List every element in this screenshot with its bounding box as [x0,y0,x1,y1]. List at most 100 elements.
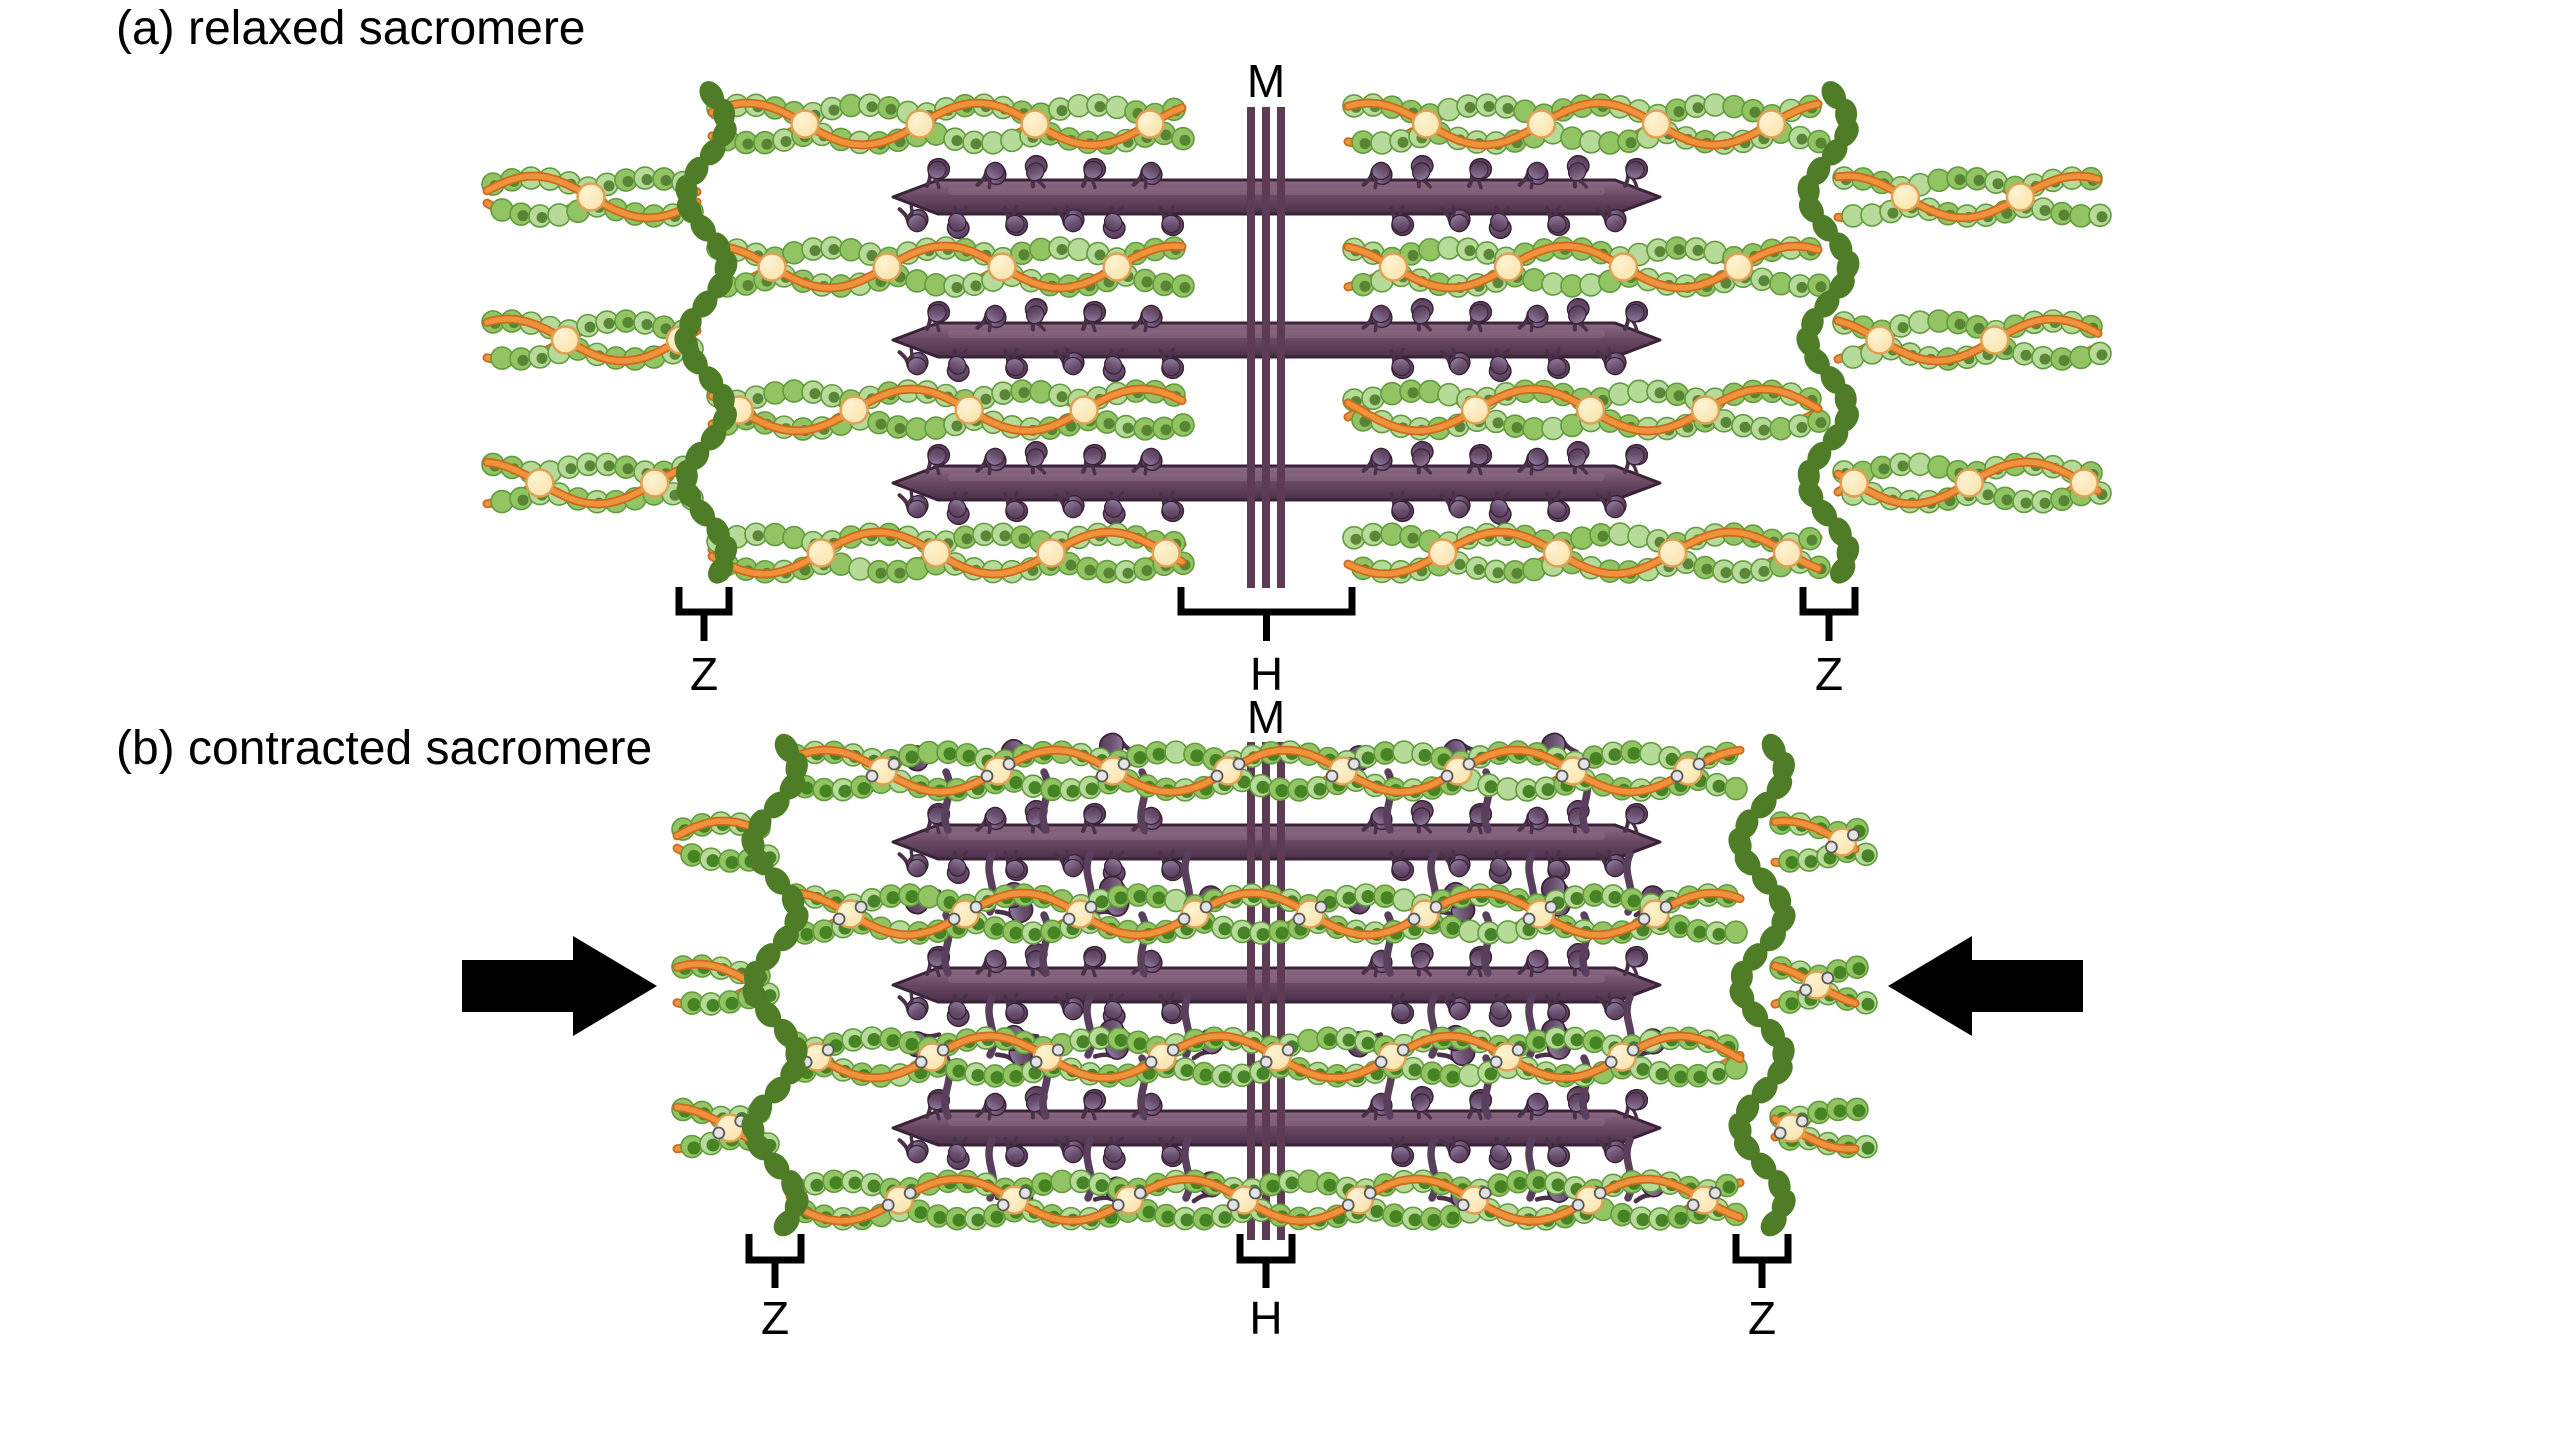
z-disc-label: Z [1748,1292,1776,1344]
troponin-complex [1456,1185,1492,1215]
z-disc-label: Z [690,648,718,700]
h-zone-label: H [1249,1292,1282,1344]
actin-filament-adjacent [1769,1097,1878,1159]
troponin-complex [1210,756,1246,786]
troponin-complex [1407,899,1443,929]
troponin-complex [1151,538,1181,568]
troponin-complex [1690,395,1721,425]
myosin-cross-bridge [1039,768,1052,834]
troponin-complex [996,1185,1032,1215]
z-disc-bracket [675,587,733,641]
troponin-complex [1177,899,1213,929]
troponin-complex [640,468,670,498]
actin-filament [1342,379,1831,441]
troponin-complex [1571,1185,1607,1215]
actin-filament-adjacent [1832,309,2112,371]
troponin-complex [1522,899,1558,929]
m-line-label: M [1247,691,1285,743]
troponin-complex [905,109,935,139]
troponin-complex [1378,252,1409,282]
panel-b-title: (b) contracted sacromere [116,722,652,775]
troponin-complex [1102,252,1132,282]
actin-filament [1342,93,1831,155]
troponin-complex [806,538,836,568]
troponin-complex [1799,970,1835,1000]
compression-arrow-right [1888,936,2083,1036]
myosin-filament [891,150,1662,244]
troponin-complex [1542,538,1573,568]
troponin-complex [2069,468,2099,498]
actin-filament-adjacent [481,452,704,514]
myosin-cross-bridge [1083,1136,1096,1202]
troponin-complex [1069,395,1099,425]
troponin-complex [1259,1042,1295,1072]
troponin-complex [1111,1185,1147,1215]
actin-filament-adjacent [1769,955,1878,1015]
troponin-complex [954,395,984,425]
myosin-cross-bridge [941,768,954,834]
troponin-complex [1825,827,1860,857]
troponin-complex [550,325,581,355]
z-disc [674,81,738,584]
troponin-complex [1555,756,1591,786]
m-line-label: M [1247,55,1285,107]
troponin-complex [2005,182,2036,212]
z-disc-label: Z [1815,648,1843,700]
myosin-cross-bridge [985,993,998,1059]
h-zone-bracket [1236,1234,1296,1288]
actin-filament [784,740,1748,802]
z-disc [741,733,809,1237]
troponin-complex [1604,1042,1640,1072]
troponin-complex [1325,756,1361,786]
troponin-complex [1980,325,2010,355]
troponin-complex [1772,538,1803,568]
troponin-complex [1036,538,1066,568]
myosin-filament [891,436,1662,530]
myosin-cross-bridge [1039,911,1052,977]
troponin-complex [757,252,787,282]
actin-filament [706,236,1195,298]
z-disc-label: Z [761,1292,789,1344]
myosin-cross-bridge [1083,993,1096,1059]
troponin-complex [839,395,869,425]
troponin-complex [987,252,1017,282]
troponin-complex [1440,756,1476,786]
troponin-complex [1756,109,1787,139]
h-zone-label: H [1250,648,1283,700]
troponin-complex [872,252,902,282]
myosin-filament [891,871,1667,1070]
h-zone-bracket [1177,587,1356,641]
troponin-complex [1670,756,1706,786]
troponin-complex [1608,252,1639,282]
troponin-complex [790,109,820,139]
troponin-complex [1020,109,1050,139]
troponin-complex [1493,252,1524,282]
troponin-complex [947,899,983,929]
troponin-complex [1637,899,1673,929]
actin-filament [706,93,1195,155]
troponin-complex [1292,899,1328,929]
myosin-cross-bridge [1427,993,1440,1059]
actin-filament-adjacent [481,309,704,371]
troponin-complex [1723,252,1754,282]
troponin-complex [921,538,951,568]
troponin-complex [1890,182,1921,212]
troponin-complex [1374,1042,1410,1072]
troponin-complex [1341,1185,1377,1215]
troponin-complex [1865,325,1895,355]
actin-filament-adjacent [1769,811,1878,873]
troponin-complex [799,1042,835,1072]
z-disc [1796,81,1860,584]
troponin-complex [1144,1042,1180,1072]
panel-b: (b) contracted sacromere M H Z Z [116,691,2083,1344]
actin-filament [1342,236,1831,298]
troponin-complex [1686,1185,1722,1215]
panel-a-title: (a) relaxed sacromere [116,2,586,55]
troponin-complex [525,468,555,498]
actin-filament [784,1169,1748,1231]
troponin-complex [1839,468,1869,498]
troponin-complex [1411,109,1442,139]
actin-filament [784,1026,1748,1088]
troponin-complex [1657,538,1688,568]
